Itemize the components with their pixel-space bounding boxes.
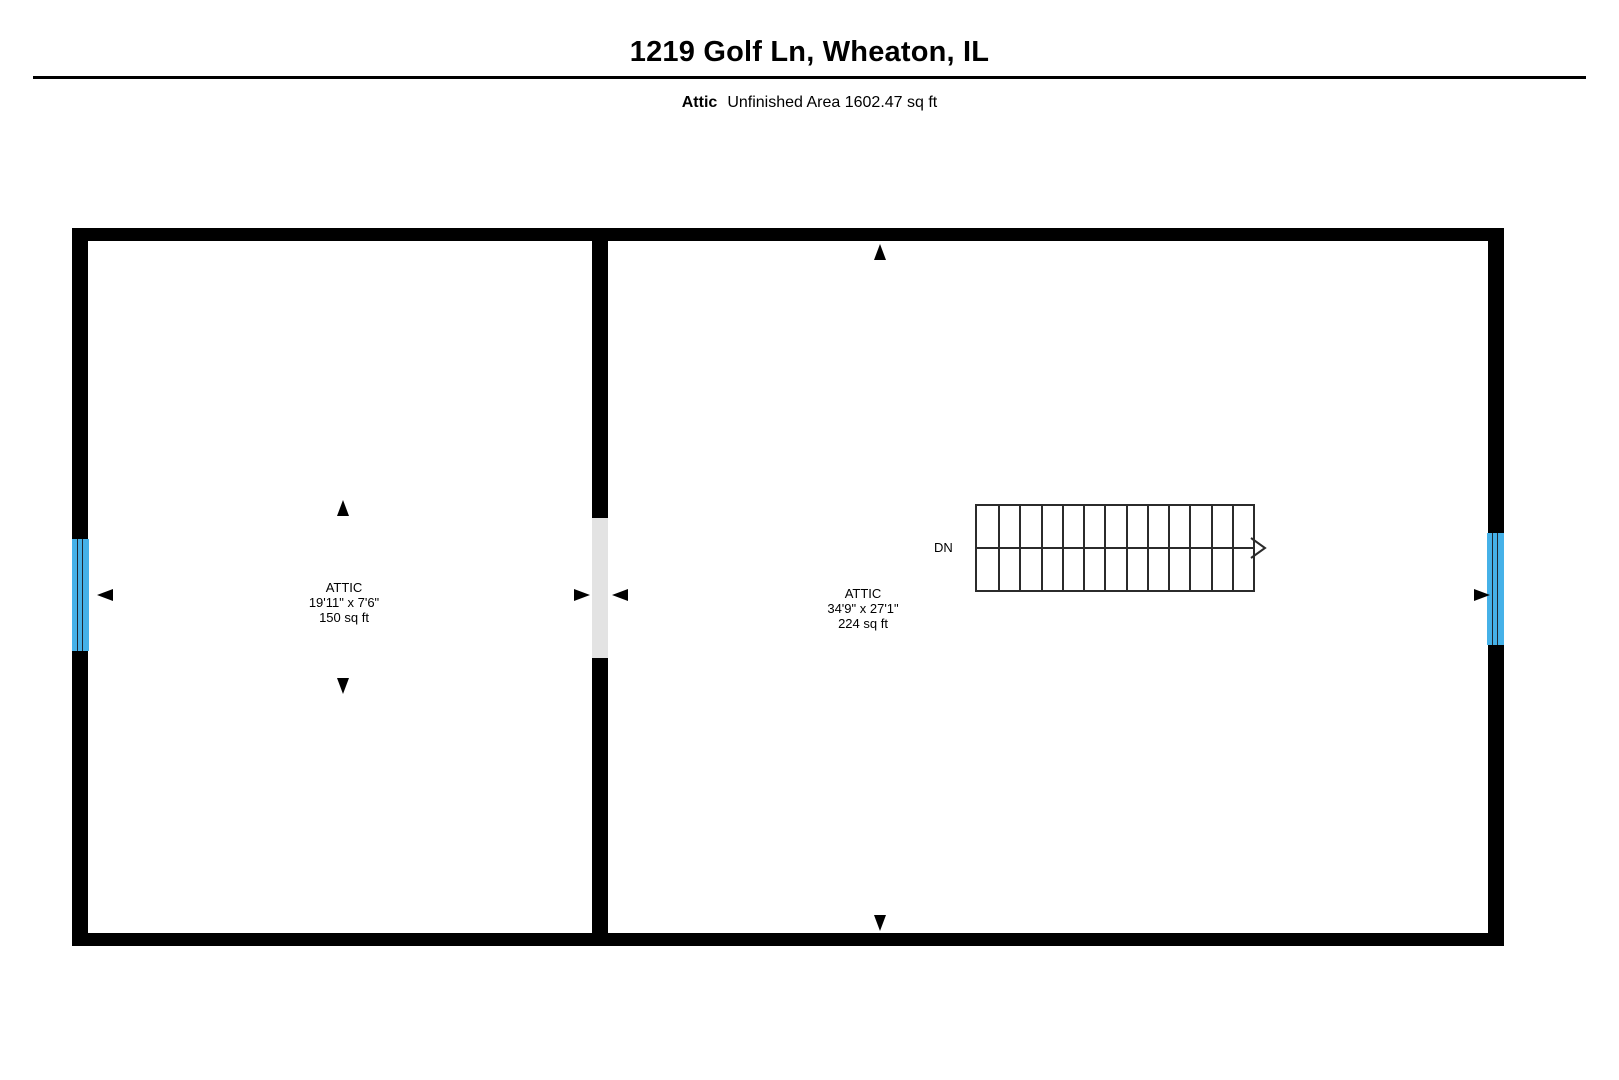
staircase <box>975 504 1267 592</box>
room-area: 150 sq ft <box>319 610 369 625</box>
room-dimensions: 34'9" x 27'1" <box>827 601 899 616</box>
dimension-arrow-right-icon <box>1474 589 1490 601</box>
level-name: Attic <box>681 94 718 111</box>
window-mullion <box>1492 533 1493 645</box>
stair-tread <box>1168 506 1170 590</box>
room-dimensions: 19'11" x 7'6" <box>308 595 380 610</box>
dimension-arrow-right-icon <box>574 589 590 601</box>
page-title: 1219 Golf Ln, Wheaton, IL <box>629 36 990 68</box>
window-mullion <box>82 539 83 651</box>
dimension-arrow-left-icon <box>612 589 628 601</box>
room-label-attic-left: ATTIC 19'11" x 7'6" 150 sq ft <box>244 580 444 625</box>
window-right <box>1487 533 1504 645</box>
level-summary: Attic Unfinished Area 1602.47 sq ft <box>0 94 1619 112</box>
stair-tread <box>1062 506 1064 590</box>
stair-direction-line <box>977 547 1253 549</box>
stair-tread <box>1147 506 1149 590</box>
window-mullion <box>1497 533 1498 645</box>
stair-direction-label: DN <box>934 540 953 555</box>
partition-wall-lower <box>592 658 608 933</box>
stair-tread <box>998 506 1000 590</box>
window-mullion <box>77 539 78 651</box>
room-label-attic-right: ATTIC 34'9" x 27'1" 224 sq ft <box>763 586 963 631</box>
stair-tread <box>1019 506 1021 590</box>
dimension-arrow-up-icon <box>874 244 886 260</box>
room-area: 224 sq ft <box>838 616 888 631</box>
dimension-arrow-down-icon <box>337 678 349 694</box>
room-name: ATTIC <box>325 580 363 595</box>
partition-wall-opening <box>592 518 608 658</box>
dimension-arrow-up-icon <box>337 500 349 516</box>
window-left <box>72 539 89 651</box>
dimension-arrow-down-icon <box>874 915 886 931</box>
room-name: ATTIC <box>844 586 882 601</box>
plan-header: 1219 Golf Ln, Wheaton, IL Attic Unfinishe… <box>0 0 1619 130</box>
title-divider <box>33 76 1586 79</box>
stair-tread <box>1211 506 1213 590</box>
stair-tread <box>1126 506 1128 590</box>
level-area: Unfinished Area 1602.47 sq ft <box>727 94 938 111</box>
stair-tread <box>1104 506 1106 590</box>
stair-arrow-icon <box>1249 536 1269 560</box>
stair-tread <box>1083 506 1085 590</box>
dimension-arrow-left-icon <box>97 589 113 601</box>
stair-tread <box>1189 506 1191 590</box>
stair-tread <box>1232 506 1234 590</box>
stair-tread <box>1041 506 1043 590</box>
partition-wall-upper <box>592 241 608 518</box>
